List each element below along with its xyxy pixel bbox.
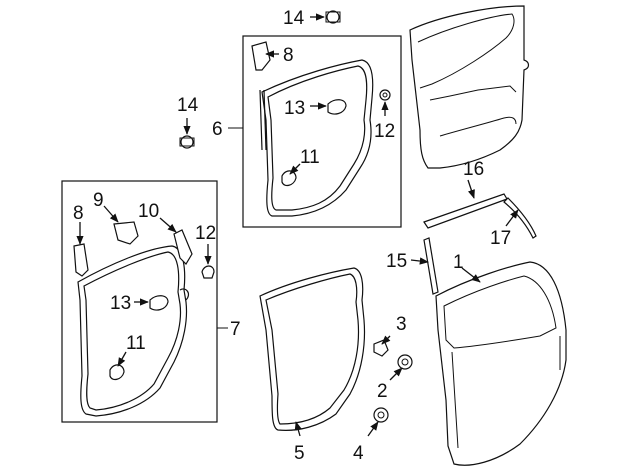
group-box-7 [61,180,218,423]
callout-14-top: 14 [283,8,305,29]
door-assembly-1 [435,261,567,466]
callout-3: 3 [396,314,407,335]
callout-9: 9 [93,190,104,211]
callout-15: 15 [386,251,407,272]
door-shell-upper [409,5,530,169]
door-weatherstrip-upper [259,59,374,217]
callout-11-left: 11 [126,333,146,354]
callout-10: 10 [138,201,159,222]
callout-14-mid: 14 [177,95,199,116]
callout-8-left: 8 [73,203,84,224]
callout-13-left: 13 [110,293,131,314]
molding-15 [423,237,439,295]
callout-16: 16 [463,159,484,180]
retainer-11-left [109,364,125,381]
bolt-14-mid [179,135,195,149]
callout-5: 5 [294,443,305,464]
callout-6: 6 [212,119,223,140]
retainer-11-upper [281,170,297,187]
callout-7: 7 [230,319,241,340]
callout-1: 1 [453,252,464,273]
callout-2: 2 [377,381,388,402]
clip-8-upper [251,41,271,71]
door-opening-seal-5 [259,267,366,431]
retainer-13-left [149,295,169,311]
bolt-14-top [325,10,341,24]
stopper-3 [373,339,389,357]
callout-13-top: 13 [284,98,305,119]
callout-12-top: 12 [374,121,395,142]
clip-10 [173,229,193,265]
callout-11-top: 11 [300,147,320,168]
callout-4: 4 [353,443,364,464]
belt-molding-16 [423,193,508,229]
frame-molding-17 [503,197,537,239]
bumper-4 [373,407,389,423]
clip-12-left [201,265,215,279]
clip-12-upper [379,89,391,101]
retainer-13-upper [327,99,347,115]
callout-8-top: 8 [283,45,294,66]
clip-9 [113,221,139,245]
callout-12-left: 12 [195,223,216,244]
group-box-6 [242,35,402,228]
callout-17: 17 [490,228,511,249]
clip-8-left [73,243,89,277]
grommet-2 [397,354,413,370]
door-weatherstrip-left [77,245,190,417]
